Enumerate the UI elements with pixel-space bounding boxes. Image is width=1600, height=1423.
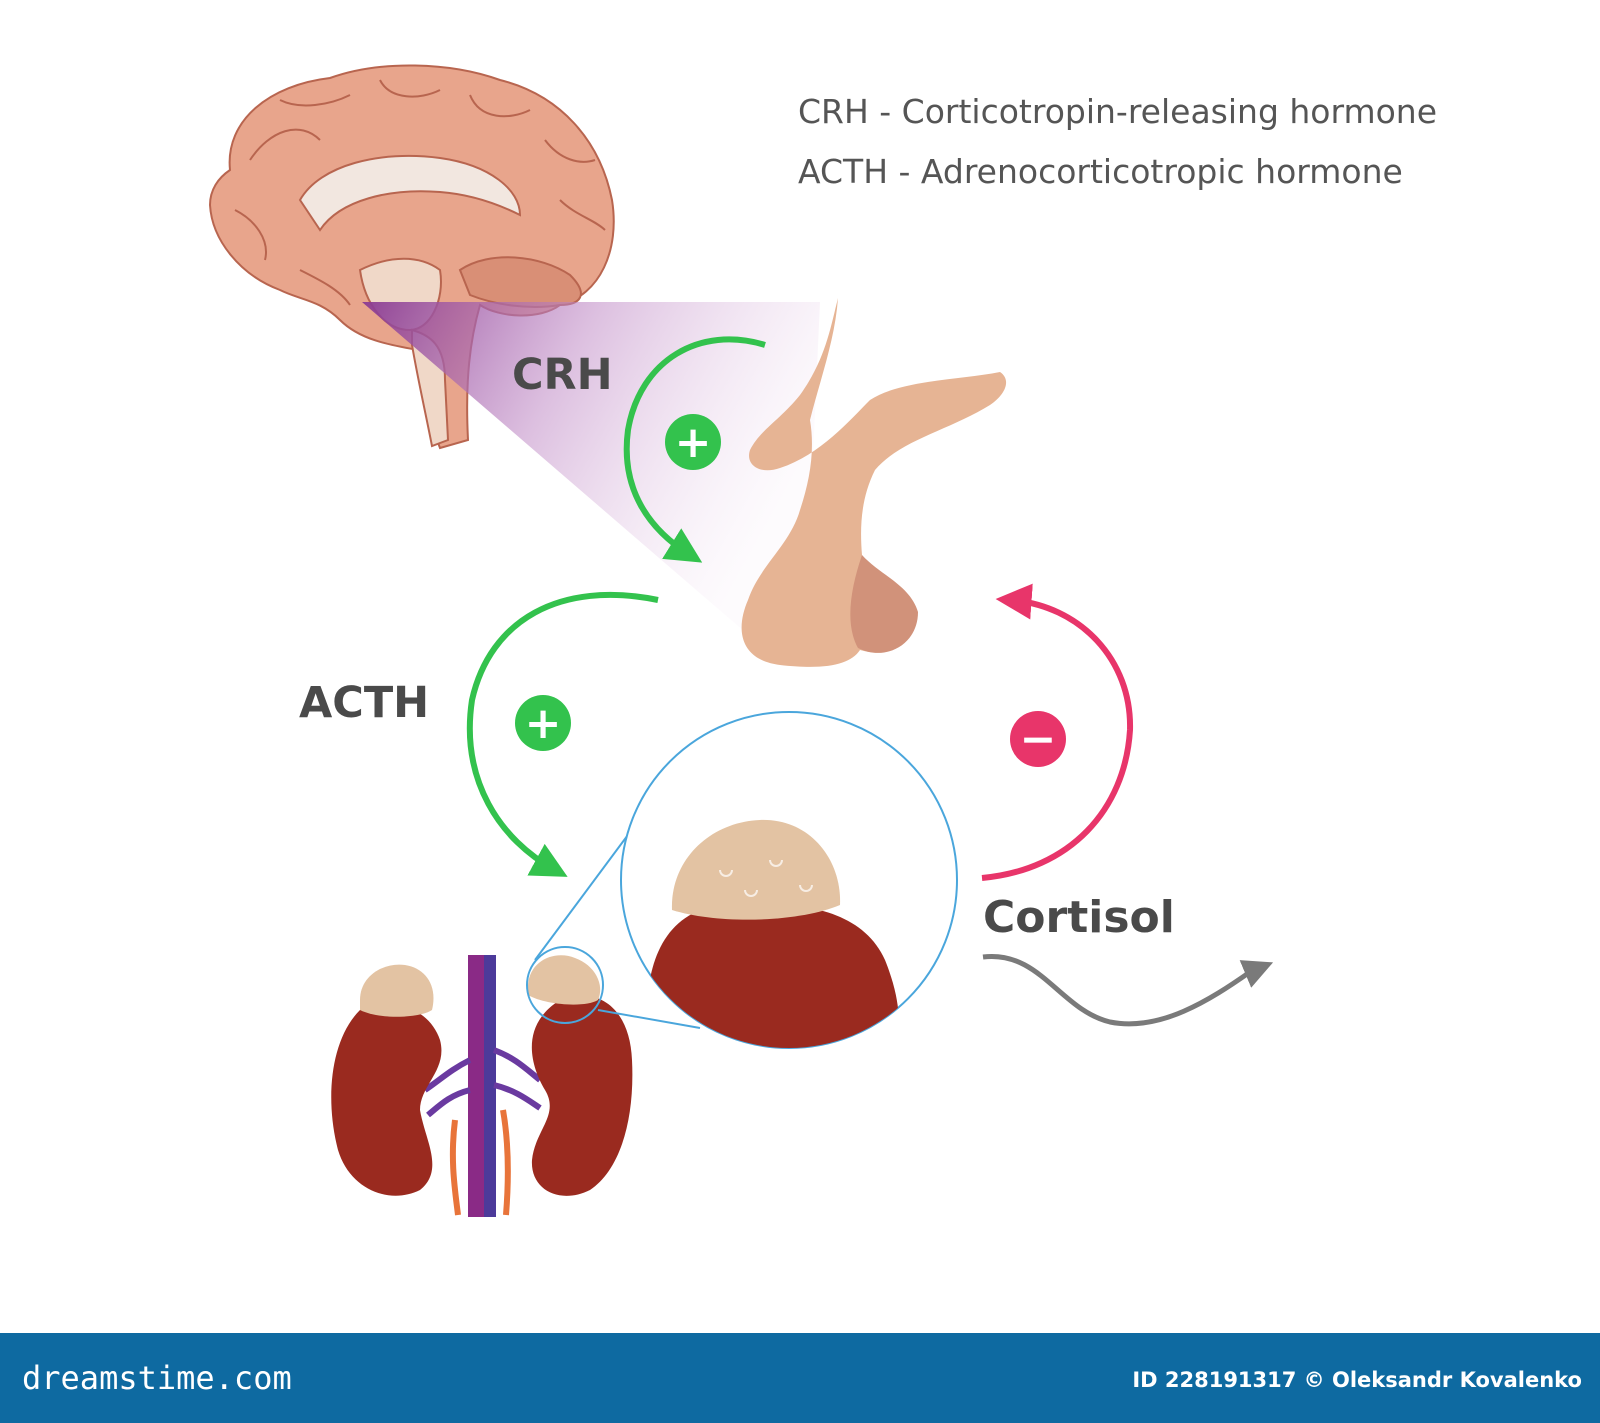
minus-sign-feedback <box>1010 711 1066 767</box>
pituitary-gland-illustration <box>741 298 1007 667</box>
zoom-line-bottom <box>597 1009 701 1029</box>
acth-label: ACTH <box>299 678 430 728</box>
hypothalamus-projection-cone <box>362 302 820 632</box>
cortisol-release-arrow <box>982 953 1274 1027</box>
cortisol-label: Cortisol <box>983 892 1175 943</box>
plus-sign-acth-glyph: + <box>525 698 562 749</box>
cortisol-feedback-arrow <box>981 583 1134 881</box>
plus-sign-crh-glyph: + <box>675 417 712 468</box>
plus-sign-crh <box>665 414 721 470</box>
footer-image-credit: ID 228191317 © Oleksandr Kovalenko <box>1132 1368 1582 1392</box>
crh-stimulation-arrow <box>623 336 766 563</box>
legend-crh-definition: CRH - Corticotropin-releasing hormone <box>798 92 1438 131</box>
legend-acth-definition: ACTH - Adrenocorticotropic hormone <box>798 152 1403 191</box>
plus-sign-acth <box>515 695 571 751</box>
kidneys-illustration <box>331 946 633 1217</box>
acth-stimulation-arrow <box>466 591 659 877</box>
minus-sign-feedback-glyph: − <box>1020 714 1057 765</box>
footer-brand-logo[interactable]: dreamstime.com <box>22 1359 292 1397</box>
footer-bar: dreamstime.com ID 228191317 © Oleksandr … <box>0 1333 1600 1423</box>
crh-label: CRH <box>512 350 613 400</box>
adrenal-zoom-circle <box>620 711 958 1049</box>
